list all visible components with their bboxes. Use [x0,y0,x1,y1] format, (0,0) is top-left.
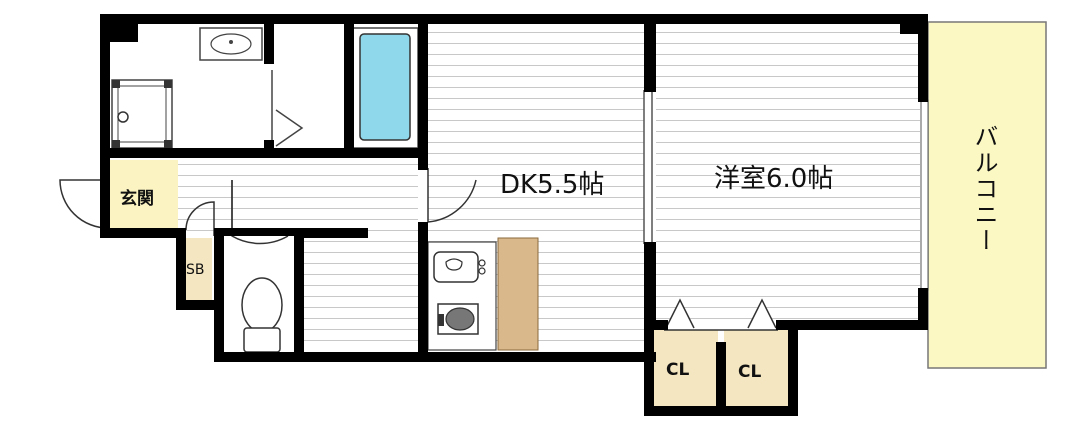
closet-1-area [652,330,718,406]
sb-door[interactable] [185,201,215,236]
entrance-door[interactable] [59,179,109,229]
hall-floor [178,158,418,236]
bathtub-icon [359,33,411,141]
closet-1-label: CL [666,360,690,380]
balcony-label: バルコニー [970,124,998,254]
closet-2-label: CL [738,362,762,382]
dk-label: DK5.5帖 [500,170,605,200]
passage-floor [304,238,426,350]
western-room-label: 洋室6.0帖 [714,164,834,194]
entrance-area [110,160,178,230]
entrance-label: 玄関 [120,189,154,209]
hall-door[interactable] [231,180,289,245]
kitchen-sink-icon [433,251,486,283]
toilet-icon [241,277,283,353]
shoe-box-area [182,238,212,300]
balcony-area [927,21,1047,369]
shoe-box-label: SB [186,262,205,278]
western-floor [656,24,920,324]
washing-machine-pan-icon [111,79,173,149]
closet-2-area [724,330,790,406]
counter-block [497,237,539,351]
dk-door[interactable] [427,168,477,223]
walls [100,14,928,416]
stove-icon [437,303,479,335]
